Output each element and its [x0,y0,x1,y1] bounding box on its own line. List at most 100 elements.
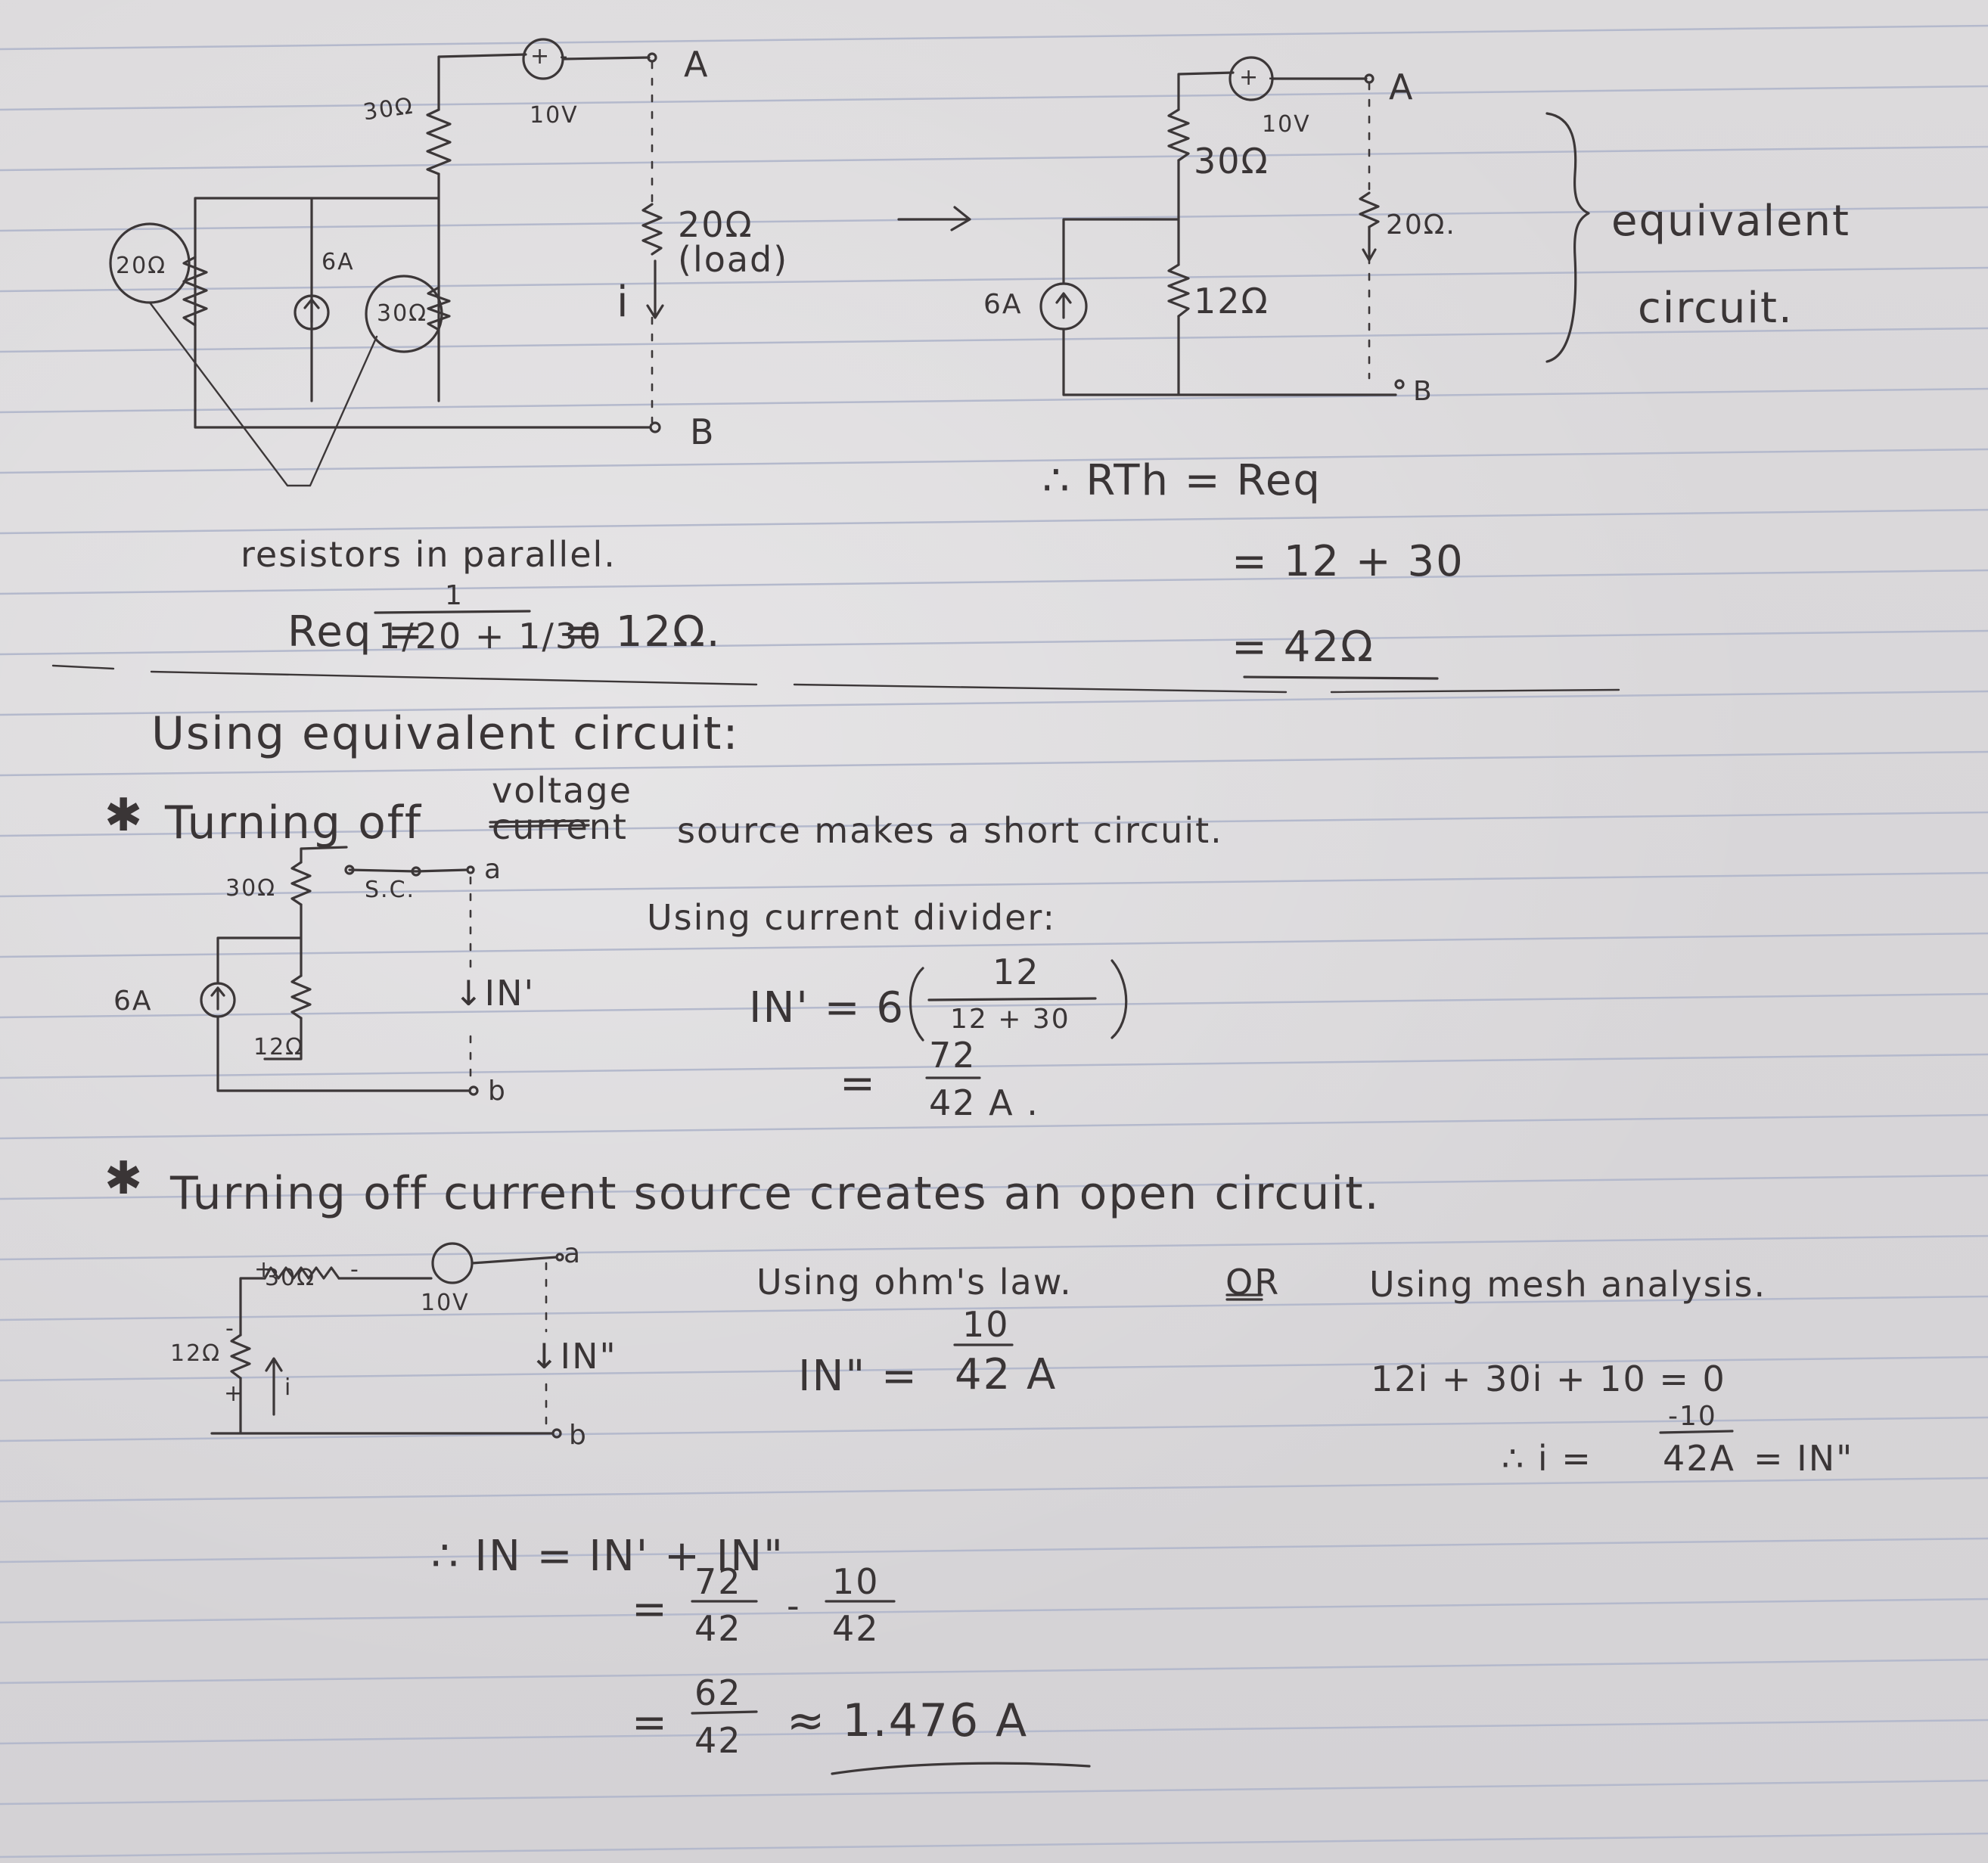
step1-res-num: 72 [929,1035,977,1076]
or-label: OR [1225,1262,1281,1303]
eq-label-r30: 30Ω [1194,141,1269,182]
oc-label-r-minus: - [350,1256,360,1283]
wire [437,53,527,111]
resistor-30 [1167,108,1190,162]
terminal-a [466,865,475,874]
underline-42 [1243,675,1439,680]
terminal-a [555,1253,564,1262]
mesh-result-lhs: ∴ i = [1502,1438,1592,1479]
sc-label-r12: 12Ω [253,1034,305,1060]
step2-bullet: ✱ [104,1152,144,1205]
loop-current-arrow [265,1357,283,1416]
req-denominator: 1/20 + 1/30 [378,616,603,657]
oc-label-r30: 30Ω [265,1265,316,1291]
final-minus: - [787,1585,801,1626]
terminal-b [551,1428,562,1439]
sc-label-is: 6A [113,986,153,1017]
sc-label-current: ↓IN' [454,973,536,1014]
equivalent-circuit [1039,56,1590,396]
label-is-value: 6A [321,249,355,275]
annotation-pointer-lines [148,301,378,487]
oc-label-vs-value: 10V [421,1290,470,1316]
wire [216,1015,471,1092]
step1-text-start: Turning off [165,796,423,849]
eq-label-vs-sign: + - [1239,64,1278,91]
oc-label-loop-current: i [284,1374,293,1401]
mesh-result-rhs: = IN" [1753,1438,1854,1479]
sc-wire [348,868,469,873]
parallel-label: resistors in parallel. [241,534,617,575]
strike-current [489,819,590,828]
section-divider [51,664,1620,694]
req-numerator: 1 [445,580,464,611]
step1-inserted: voltage [492,770,632,811]
label-r20-left: 20Ω [116,253,167,279]
label-vs-sign: + - [530,43,570,70]
step1-struck: current [492,806,628,847]
req-result: = 12Ω. [564,607,722,657]
voltage-source-symbol [431,1242,474,1284]
terminal-b [1394,379,1405,390]
rth-line-2: = 12 + 30 [1232,537,1465,586]
step1-bullet: ✱ [104,789,144,842]
resistor-30-horizontal [263,1266,340,1280]
label-load-note: (load) [678,239,789,280]
step1-res-eq: = [840,1059,877,1108]
resistor-30-bottom [427,286,451,331]
fraction-bar [691,1710,758,1715]
transform-arrow [897,206,971,231]
resistor-30 [290,861,312,906]
oc-label-r12: 12Ω [170,1340,222,1367]
ohm-lhs: IN" = [798,1352,918,1401]
original-circuit [109,38,664,487]
resistor-20-left [182,256,208,327]
wire [1177,71,1235,111]
eq-label-r20: 20Ω. [1386,210,1456,241]
wire [210,1377,554,1435]
current-source-symbol [294,294,330,331]
source-arrow [1055,292,1072,319]
final-eq-3: = [632,1698,669,1747]
fraction-bar [1659,1430,1734,1434]
rth-line-1: ∴ RTh = Req [1042,456,1322,505]
oc-label-node-b: b [569,1420,588,1451]
using-equivalent-heading: Using equivalent circuit: [151,707,740,760]
resistor-12 [1167,263,1190,318]
eq-label-vs-value: 10V [1262,111,1311,138]
final-den-b: 42 [832,1608,880,1649]
final-num-a: 72 [694,1561,742,1602]
final-eq-2: = [632,1585,669,1634]
load-current-arrow [646,259,664,319]
final-num-b: 10 [832,1561,880,1602]
ohm-num: 10 [962,1304,1010,1345]
label-node-b: B [690,411,716,452]
final-line-1: ∴ IN = IN' + IN" [431,1532,784,1581]
wire [239,1277,266,1337]
eq-label-node-a: A [1389,67,1415,107]
eq-label-node-b: B [1413,376,1434,407]
final-num-c: 62 [694,1672,742,1713]
req-lhs: Req = [287,607,425,657]
wire [194,172,440,402]
ohm-den: 42 A [955,1350,1058,1399]
wire [216,903,303,985]
open-circuit-diagram [210,1242,564,1439]
mesh-method: Using mesh analysis. [1369,1264,1767,1305]
fraction-bar [927,997,1097,1001]
wire [300,846,348,864]
terminal-b [468,1085,479,1096]
label-node-a: A [684,44,710,85]
brace-label-2: circuit. [1638,284,1794,333]
mesh-result-den: 42A [1663,1438,1736,1479]
source-arrow [303,298,320,324]
oc-label-minus: - [225,1315,235,1342]
step1-frac-den: 12 + 30 [950,1004,1070,1035]
terminal-a [647,52,657,63]
ohm-method: Using ohm's law. [756,1262,1073,1303]
oc-label-current: ↓IN" [530,1336,617,1377]
wire [561,56,651,61]
label-r30-top: 30Ω [361,92,416,126]
brace [1545,112,1590,363]
